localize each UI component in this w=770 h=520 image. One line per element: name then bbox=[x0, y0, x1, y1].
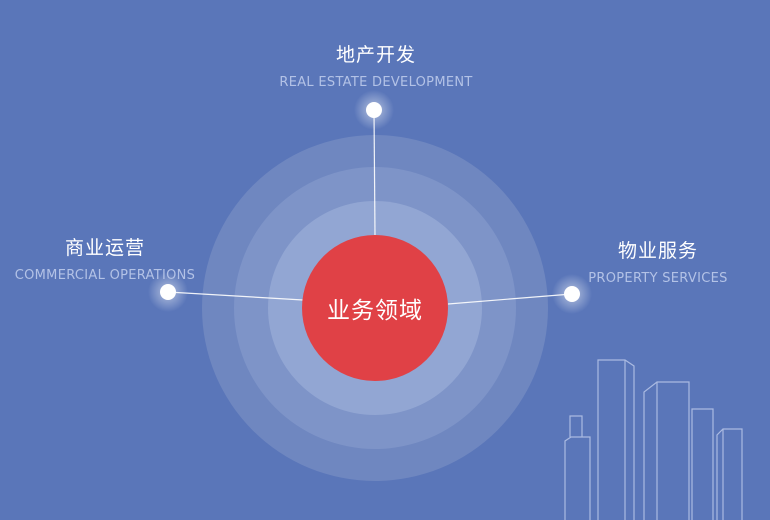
node-subtitle: COMMERCIAL OPERATIONS bbox=[14, 268, 196, 283]
node-title: 物业服务 bbox=[617, 240, 698, 262]
node-dot-commercial bbox=[148, 272, 188, 312]
node-subtitle: REAL ESTATE DEVELOPMENT bbox=[279, 75, 473, 90]
node-real-estate: 地产开发 REAL ESTATE DEVELOPMENT bbox=[276, 40, 476, 90]
node-subtitle: PROPERTY SERVICES bbox=[588, 271, 728, 286]
node-dot-real-estate bbox=[354, 90, 394, 130]
connector-commercial bbox=[167, 291, 304, 301]
node-title: 商业运营 bbox=[64, 237, 145, 259]
building-skyline-icon bbox=[564, 359, 743, 520]
node-commercial: 商业运营 COMMERCIAL OPERATIONS bbox=[10, 233, 200, 283]
node-title: 地产开发 bbox=[335, 44, 416, 66]
node-property: 物业服务 PROPERTY SERVICES bbox=[578, 236, 738, 286]
connector-property bbox=[447, 293, 573, 305]
node-dot-property bbox=[552, 274, 592, 314]
center-circle bbox=[302, 235, 448, 381]
center-label: 业务领域 bbox=[327, 298, 423, 324]
connector-real-estate bbox=[373, 109, 376, 236]
